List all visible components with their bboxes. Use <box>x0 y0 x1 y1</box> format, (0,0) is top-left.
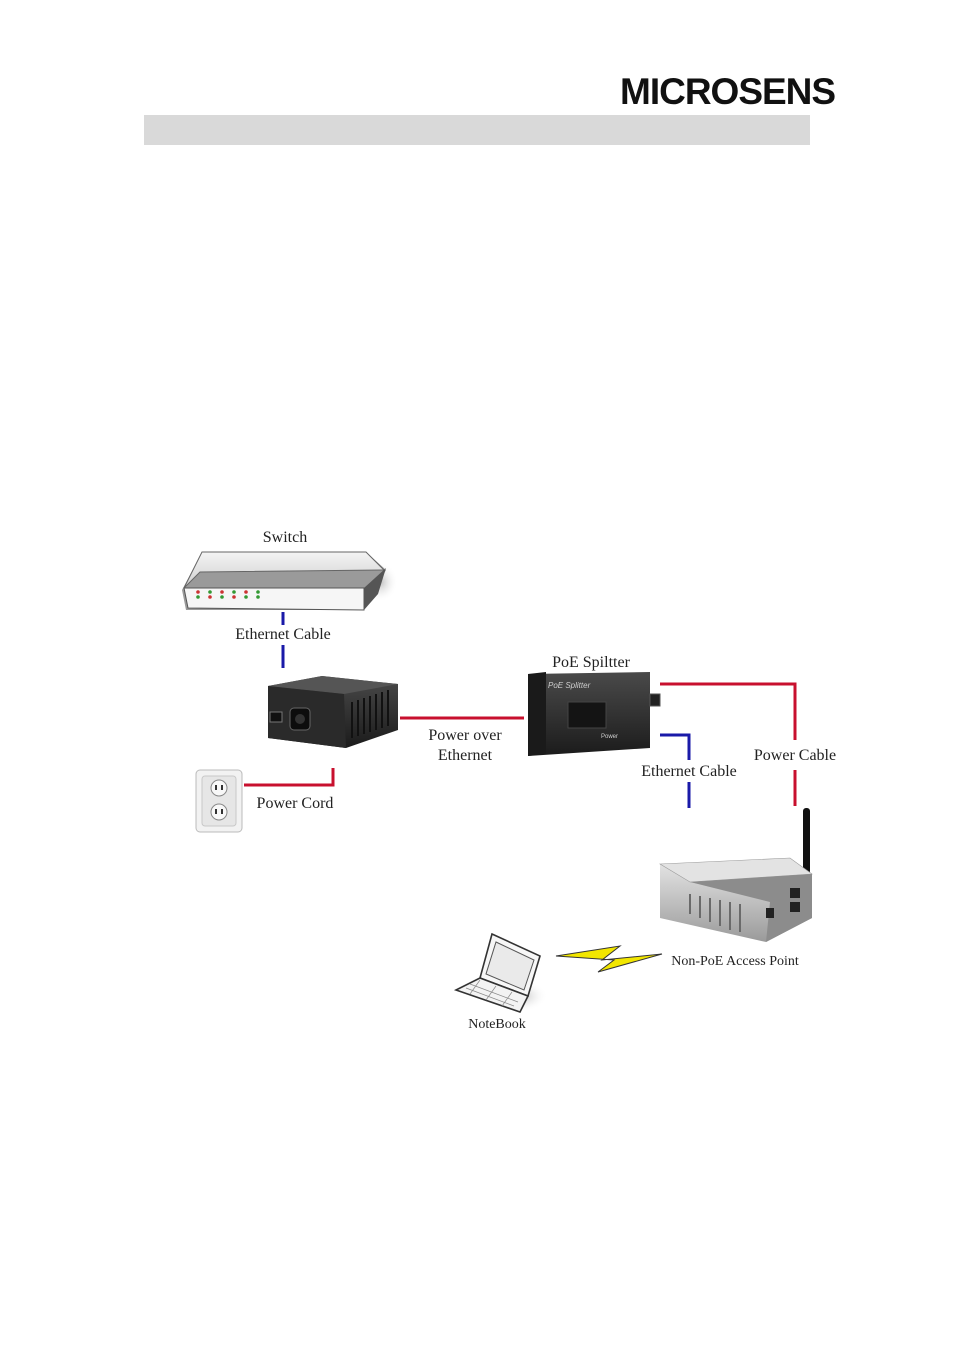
splitter-power-label: Power <box>601 734 618 740</box>
notebook-label: NoteBook <box>468 1017 526 1032</box>
splitter-device-label: PoE Splitter <box>548 681 591 690</box>
power-cable-splitter-ap <box>660 682 797 806</box>
ethernet-cable-right-label: Ethernet Cable <box>641 763 737 780</box>
power-over-ethernet-label-line2: Ethernet <box>438 747 493 764</box>
power-cord-cable <box>244 768 335 787</box>
ethernet-cable-splitter-ap <box>660 733 691 808</box>
access-point-label: Non-PoE Access Point <box>671 954 799 969</box>
power-cord-label: Power Cord <box>257 795 334 812</box>
wall-outlet <box>195 769 243 833</box>
switch-device <box>182 551 398 611</box>
power-cable-label: Power Cable <box>754 747 836 764</box>
wireless-signal-bolt-icon <box>555 945 663 973</box>
microsens-logo: MICROSENS <box>620 71 836 112</box>
notebook-device <box>453 932 548 1013</box>
ethernet-cable-top-label: Ethernet Cable <box>235 626 331 643</box>
poe-splitter-device: PoE Splitter Power <box>528 672 661 756</box>
poe-injector-device <box>268 676 398 748</box>
power-over-ethernet-label-line1: Power over <box>428 727 502 744</box>
section-header-bar <box>144 115 810 145</box>
poe-splitter-label: PoE Spiltter <box>552 654 630 671</box>
switch-label: Switch <box>263 529 307 546</box>
access-point-device <box>658 808 813 942</box>
